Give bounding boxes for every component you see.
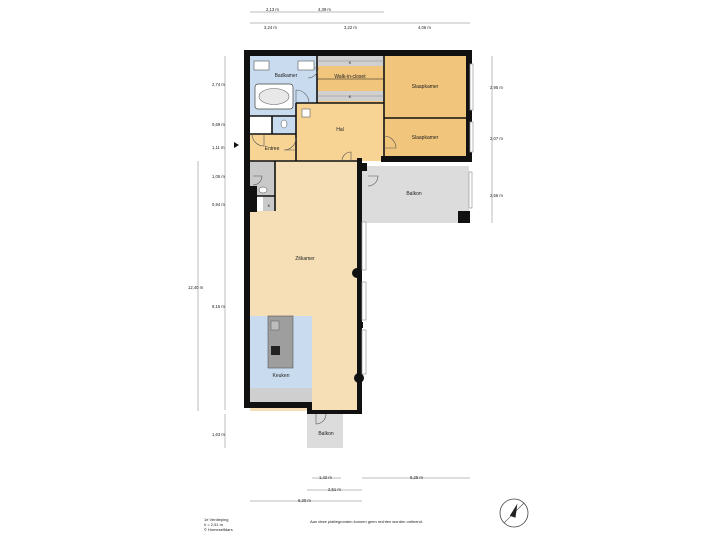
pillar-small [358,322,363,328]
hall-fill [296,103,384,161]
wall-left-bottom [244,402,312,408]
dim-right: 2,07 m [490,136,503,141]
column-1 [352,268,362,278]
storage-marker: K [349,60,352,65]
pillar-entry [244,186,257,212]
walls [244,50,472,414]
storage-marker: K [349,94,352,99]
room-label-bedroom2: Slaapkamer [412,135,439,141]
bathtub-icon [254,83,294,110]
room-label-bedroom1: Slaapkamer [412,84,439,90]
pillar-balcony-right [458,211,470,223]
wardrobe-icon [317,60,384,97]
fixtures [253,60,384,369]
room-label-walkin: Walk-in-closet [334,74,366,80]
dim-bottom: 2,51 m [328,487,341,492]
balcony-right-fill [361,166,469,223]
footer: 1e Verdieping h = 2,51 m © Homeselfdars … [204,517,423,532]
dim-left: 0,69 m [212,122,225,127]
room-label-hall: Hal [336,127,344,133]
compass-icon [499,498,529,528]
dim-top: 4,06 m [418,25,431,30]
dimension-lines [197,11,493,502]
disclaimer: Aan deze plattegronden kunnen geen recht… [310,519,423,524]
balcony-bottom-fill [307,414,343,448]
room-label-balcony-bottom: Balkon [318,431,334,437]
dim-left: 2,74 m [212,82,225,87]
doors [251,67,397,425]
dim-bottom: 5,25 m [410,475,423,480]
closet-fill [263,196,275,211]
storage-marker: K [268,203,271,208]
bedroom2-fill [384,118,468,159]
dim-left: 1,63 m [212,432,225,437]
shower-icon [301,108,311,118]
room-labels: Badkamer Walk-in-closet Slaapkamer Slaap… [265,60,439,437]
dim-left: 1,11 m [212,145,225,150]
room-label-kitchen: Keuken [273,373,290,379]
dim-bottom: 1,42 m [319,475,332,480]
dim-left: 12,40 m [188,285,204,290]
entrance-arrow-icon [234,142,239,148]
wall-bedroom-bottom [381,156,472,162]
wall-bottom-right [307,410,362,414]
dim-top: 2,13 m [266,7,279,12]
windows [361,63,474,375]
dim-top: 3,22 m [344,25,357,30]
dim-left: 8,15 m [212,304,225,309]
wall-right-top [466,50,472,162]
floor-label: 1e Verdieping [204,517,228,522]
kitchen-bottom-counter [250,388,312,402]
kitchen-island-icon [267,315,294,369]
partitions [250,56,468,211]
room-fills [250,56,469,448]
room-label-entrance: Entree [265,146,280,152]
bedroom1-fill [384,56,468,118]
dimension-labels: 2,13 m 4,39 m 3,24 m 3,22 m 4,06 m 2,74 … [188,7,503,503]
dim-top: 4,39 m [318,7,331,12]
toilet-icon [258,119,288,194]
wall-bottom-step [307,402,312,414]
copyright: © Homeselfdars [204,527,233,532]
wall-left [244,50,250,408]
entrance-fill [250,134,296,161]
dim-top: 3,24 m [264,25,277,30]
wall-living-right [357,158,362,414]
room-label-living: Zitkamer [295,256,315,262]
room-label-balcony-right: Balkon [406,191,422,197]
room-label-bathroom: Badkamer [275,73,298,79]
washbasin-icon [253,60,315,71]
pillar-balcony-left [359,163,367,171]
ceiling-height: h = 2,51 m [204,522,224,527]
dim-right: 2,56 m [490,193,503,198]
wall-top [244,50,470,56]
dim-left: 0,94 m [212,202,225,207]
dim-left: 1,05 m [212,174,225,179]
dim-bottom: 6,30 m [298,498,311,503]
column-2 [354,373,364,383]
dim-right: 2,95 m [490,85,503,90]
